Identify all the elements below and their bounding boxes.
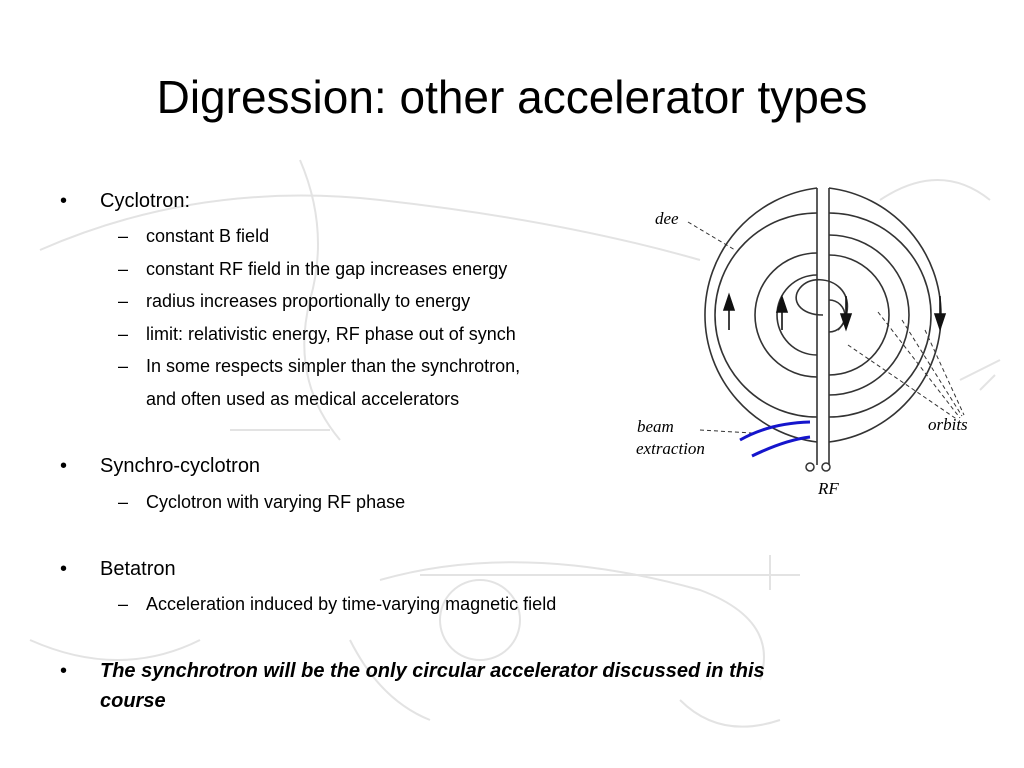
beam-label: beam (637, 417, 674, 436)
bullet-marker: • (60, 558, 68, 580)
rf-terminal (821, 462, 831, 472)
slide-title: Digression: other accelerator types (156, 71, 868, 123)
rf-label: RF (817, 479, 839, 498)
spiral-center (795, 278, 849, 331)
arrow-down-icon (839, 313, 853, 332)
dee-left-2 (714, 212, 818, 418)
bullet-marker: • (60, 455, 68, 477)
dee-left-4 (776, 274, 818, 356)
bullet-marker: • (60, 660, 68, 682)
bullet-label: Betatron (100, 558, 176, 580)
bullet-marker: • (60, 190, 68, 212)
rf-terminal (805, 462, 815, 472)
dee-left-3 (754, 252, 818, 378)
dee-label: dee (655, 209, 679, 228)
arrow-down-icon (933, 313, 947, 332)
dee-pointer (687, 221, 736, 251)
dee-right-2 (828, 212, 932, 418)
extraction-label: extraction (636, 439, 705, 458)
bullet-label: Cyclotron: (100, 190, 191, 212)
arrow-up-icon (722, 292, 736, 311)
dee-right-4 (828, 254, 890, 376)
dee-right-3 (828, 234, 910, 396)
dee-left-outer (704, 187, 818, 443)
orbit-pointers (847, 311, 965, 421)
arrow-up-icon (775, 294, 789, 313)
orbits-label: orbits (928, 415, 968, 434)
beam-extraction-path (739, 420, 811, 458)
bullet-label: The synchrotron will be the only circula… (100, 660, 765, 682)
bullet-label: Synchro-cyclotron (100, 455, 261, 477)
beam-extraction-pointer (699, 429, 753, 434)
